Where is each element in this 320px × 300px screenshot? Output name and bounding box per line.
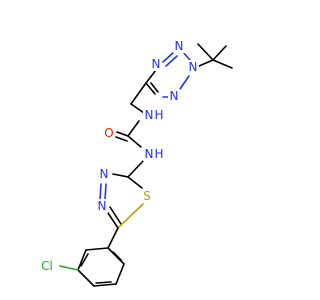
bond (162, 51, 175, 63)
bond (59, 265, 79, 271)
bond (150, 82, 159, 93)
atom-h: H (154, 108, 163, 122)
bond (127, 135, 142, 148)
bond (104, 183, 107, 201)
bond (127, 159, 145, 178)
bond (112, 173, 129, 178)
bond (127, 120, 140, 137)
atom-n: N (175, 39, 184, 53)
bond (115, 263, 125, 285)
thiadiazole-ring (99, 173, 144, 229)
bond (115, 136, 128, 142)
bond (109, 206, 122, 225)
bond (77, 269, 95, 287)
atom-n: N (145, 108, 154, 122)
bond (80, 253, 89, 267)
bond (130, 82, 147, 105)
bond (93, 283, 117, 287)
atom-n: N (152, 57, 161, 71)
atom-labels: N N N N N H O N H N N S Cl (35, 39, 199, 273)
bond (112, 251, 122, 261)
bond (130, 103, 145, 114)
bond (179, 75, 190, 90)
atom-n: N (98, 199, 107, 213)
bond (145, 69, 157, 84)
bond (99, 183, 102, 201)
bond (95, 281, 112, 284)
atom-n: N (170, 89, 179, 103)
atom-h: H (154, 147, 163, 161)
atom-n: N (145, 147, 154, 161)
chlorophenyl-ring (59, 227, 125, 287)
bond (198, 59, 214, 67)
bond (116, 131, 129, 137)
bond (182, 51, 191, 61)
bond (145, 82, 156, 95)
bond (212, 45, 227, 61)
bond (117, 203, 144, 229)
tetrazole-ring (145, 51, 191, 98)
atom-s: S (143, 189, 151, 203)
tert-butyl-group (197, 43, 233, 69)
atom-n: N (100, 167, 109, 181)
bond (85, 247, 109, 251)
atom-n: N (189, 60, 198, 74)
bond (77, 249, 87, 271)
bond (212, 59, 233, 69)
atom-o: O (104, 126, 113, 140)
atom-cl: Cl (41, 259, 53, 273)
bond (107, 227, 119, 249)
molecule-structure: N N N N N H O N H N N S Cl (35, 39, 233, 287)
bond (165, 55, 178, 67)
urea-linker (115, 82, 147, 178)
bond (197, 43, 214, 61)
bond (127, 176, 143, 189)
